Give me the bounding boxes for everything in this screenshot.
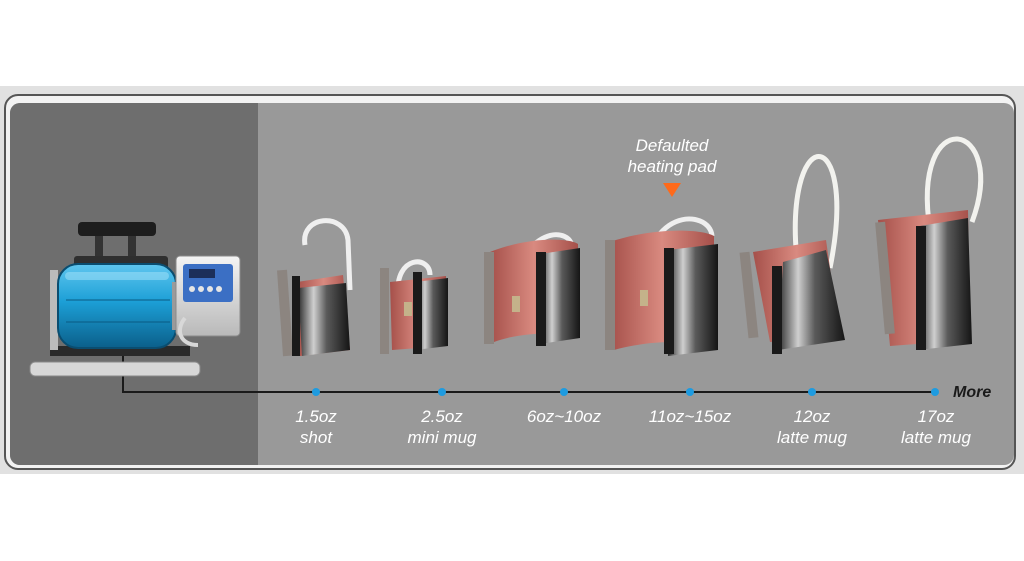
heating-pad-mini-mug — [380, 259, 448, 354]
timeline-dot — [931, 388, 939, 396]
heating-pad-12oz-latte — [739, 154, 845, 354]
size-label-line1: 17oz — [917, 407, 955, 426]
more-label: More — [953, 384, 992, 401]
size-label-line2: latte mug — [777, 428, 847, 447]
size-label-line1: 2.5oz — [421, 407, 463, 426]
size-label-line2: shot — [299, 428, 333, 447]
heating-pad-17oz-latte — [875, 136, 984, 350]
timeline-dot — [808, 388, 816, 396]
timeline-dots — [312, 388, 939, 396]
callout-label: Defaulted heating pad — [602, 135, 742, 177]
callout-line2: heating pad — [627, 157, 717, 176]
size-label-5: 12oz latte mug — [742, 406, 882, 448]
size-label-line1: 1.5oz — [295, 407, 337, 426]
size-label-1: 1.5oz shot — [246, 406, 386, 448]
size-label-line1: 11oz~15oz — [648, 407, 732, 426]
heating-pad-6-10oz — [484, 232, 580, 346]
size-label-3: 6oz~10oz — [494, 406, 634, 427]
timeline-dot — [438, 388, 446, 396]
callout-arrow-icon — [663, 183, 681, 197]
heating-pad-11-15oz — [605, 216, 718, 356]
timeline-dot — [686, 388, 694, 396]
size-label-4: 11oz~15oz — [620, 406, 760, 427]
size-label-2: 2.5oz mini mug — [372, 406, 512, 448]
size-label-line1: 12oz — [793, 407, 831, 426]
size-label-line1: 6oz~10oz — [526, 407, 602, 426]
size-label-line2: mini mug — [407, 428, 477, 447]
size-label-line2: latte mug — [901, 428, 971, 447]
heating-pad-shot — [277, 218, 353, 357]
size-label-6: 17oz latte mug — [866, 406, 1006, 448]
mug-press-machine — [29, 222, 241, 377]
timeline-dot — [560, 388, 568, 396]
timeline-dot — [312, 388, 320, 396]
callout-line1: Defaulted — [635, 136, 709, 155]
